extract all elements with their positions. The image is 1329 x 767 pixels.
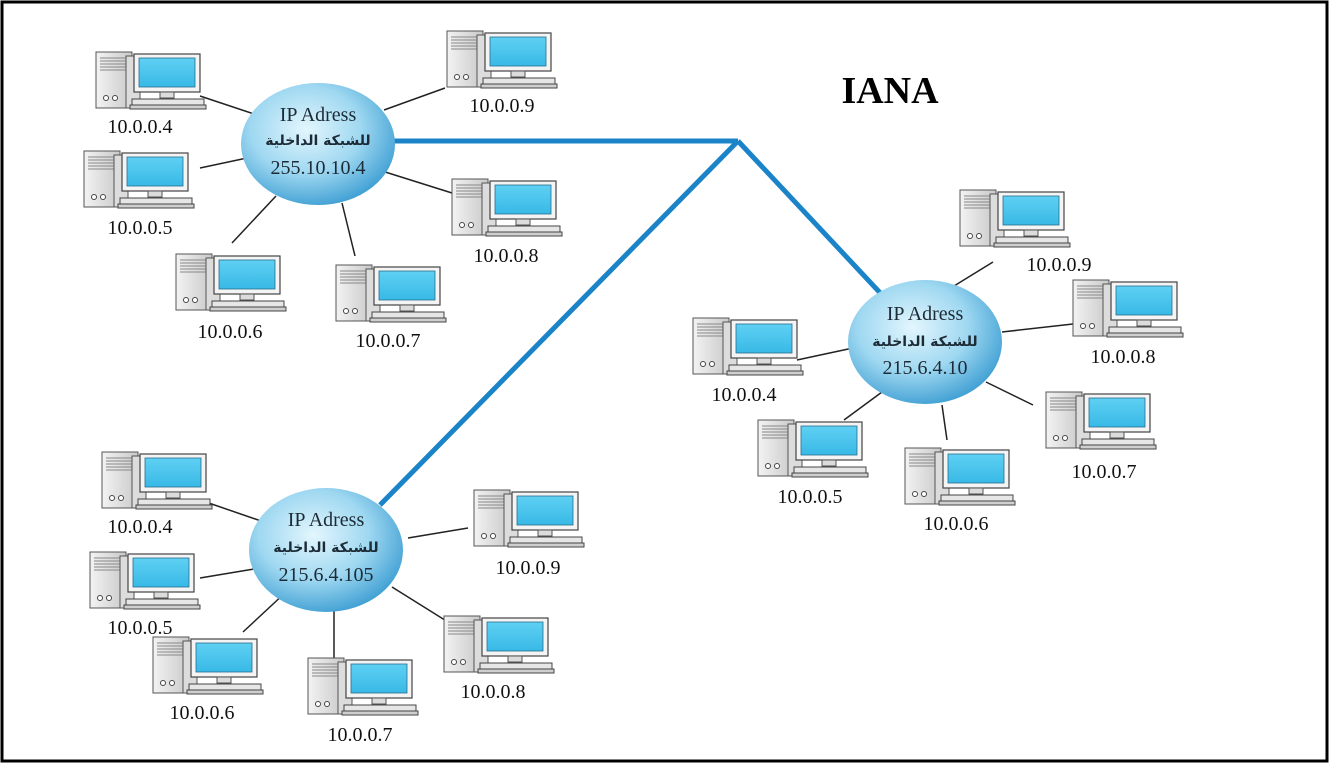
computer[interactable]: 10.0.0.4 — [101, 451, 213, 538]
computer[interactable]: 10.0.0.7 — [1045, 391, 1157, 483]
hub-ip: 215.6.4.10 — [883, 357, 968, 379]
computer-icon — [175, 253, 287, 312]
computer[interactable]: 10.0.0.9 — [446, 30, 558, 117]
host-links — [796, 261, 1074, 441]
computer-icon — [307, 657, 419, 716]
host-ip: 10.0.0.5 — [108, 217, 173, 239]
backbone-links — [378, 138, 886, 507]
computer-icon — [101, 451, 213, 510]
computer-icon — [904, 447, 1016, 506]
computer-icon — [152, 636, 264, 695]
host-ip: 10.0.0.8 — [461, 681, 526, 703]
computer[interactable]: 10.0.0.5 — [89, 551, 201, 639]
computer[interactable]: 10.0.0.6 — [152, 636, 264, 724]
hub-subtitle: للشبكة الداخلية — [273, 540, 378, 556]
backbone-link-right — [736, 139, 886, 299]
host-ip: 10.0.0.4 — [108, 516, 173, 538]
hub: IP Adress للشبكة الداخلية 215.6.4.105 — [249, 488, 403, 612]
hub-subtitle: للشبكة الداخلية — [265, 133, 370, 149]
network-bottom-left: IP Adress للشبكة الداخلية 215.6.4.105 10… — [89, 451, 585, 746]
host-ip: 10.0.0.7 — [356, 330, 421, 352]
hub-globe — [249, 488, 403, 612]
hub-globe — [241, 83, 395, 205]
host-ip: 10.0.0.6 — [198, 321, 263, 343]
host-ip: 10.0.0.8 — [1091, 346, 1156, 368]
host-ip: 10.0.0.7 — [328, 724, 393, 746]
computer[interactable]: 10.0.0.8 — [1072, 279, 1184, 368]
computer-icon — [335, 264, 447, 323]
host-ip: 10.0.0.5 — [778, 486, 843, 508]
host-ip: 10.0.0.8 — [474, 245, 539, 267]
diagram-title: IANA — [841, 70, 939, 112]
hub-ip: 215.6.4.105 — [279, 564, 374, 586]
host-ip: 10.0.0.9 — [470, 95, 535, 117]
host-ip: 10.0.0.6 — [924, 513, 989, 535]
computer[interactable]: 10.0.0.7 — [307, 657, 419, 746]
computer-icon — [1045, 391, 1157, 450]
computer[interactable]: 10.0.0.9 — [473, 489, 585, 579]
computer[interactable]: 10.0.0.4 — [95, 51, 207, 138]
network-top-left: IP Adress للشبكة الداخلية 255.10.10.4 10… — [83, 30, 563, 352]
hub-title: IP Adress — [288, 509, 365, 531]
computer[interactable]: 10.0.0.8 — [451, 178, 563, 267]
computer-icon — [1072, 279, 1184, 338]
computer[interactable]: 10.0.0.9 — [959, 189, 1092, 276]
computer-icon — [959, 189, 1071, 248]
computer[interactable]: 10.0.0.6 — [175, 253, 287, 343]
computer-icon — [473, 489, 585, 548]
host-ip: 10.0.0.6 — [170, 702, 235, 724]
computer-icon — [692, 317, 804, 376]
computer-icon — [95, 51, 207, 110]
host-links — [199, 87, 453, 257]
computer-icon — [89, 551, 201, 610]
computer[interactable]: 10.0.0.6 — [904, 447, 1016, 535]
computer[interactable]: 10.0.0.8 — [443, 615, 555, 703]
computer[interactable]: 10.0.0.5 — [757, 419, 869, 508]
host-ip: 10.0.0.7 — [1072, 461, 1137, 483]
host-ip: 10.0.0.9 — [1027, 254, 1092, 276]
hub: IP Adress للشبكة الداخلية 255.10.10.4 — [241, 83, 395, 205]
host-ip: 10.0.0.4 — [712, 384, 777, 406]
computer-icon — [446, 30, 558, 89]
hub-globe — [848, 280, 1002, 404]
hub: IP Adress للشبكة الداخلية 215.6.4.10 — [848, 280, 1002, 404]
computer-icon — [443, 615, 555, 674]
backbone-link-bottom-left — [378, 139, 740, 507]
computer[interactable]: 10.0.0.4 — [692, 317, 804, 406]
computer-icon — [83, 150, 195, 209]
hub-ip: 255.10.10.4 — [271, 157, 366, 179]
host-ip: 10.0.0.5 — [108, 617, 173, 639]
network-right: IP Adress للشبكة الداخلية 215.6.4.10 10.… — [692, 189, 1184, 535]
hub-subtitle: للشبكة الداخلية — [872, 334, 977, 350]
computer[interactable]: 10.0.0.5 — [83, 150, 195, 239]
host-ip: 10.0.0.4 — [108, 116, 173, 138]
hub-title: IP Adress — [280, 104, 357, 126]
computer-icon — [451, 178, 563, 237]
host-ip: 10.0.0.9 — [496, 557, 561, 579]
computer[interactable]: 10.0.0.7 — [335, 264, 447, 352]
computer-icon — [757, 419, 869, 478]
hub-title: IP Adress — [887, 303, 964, 325]
